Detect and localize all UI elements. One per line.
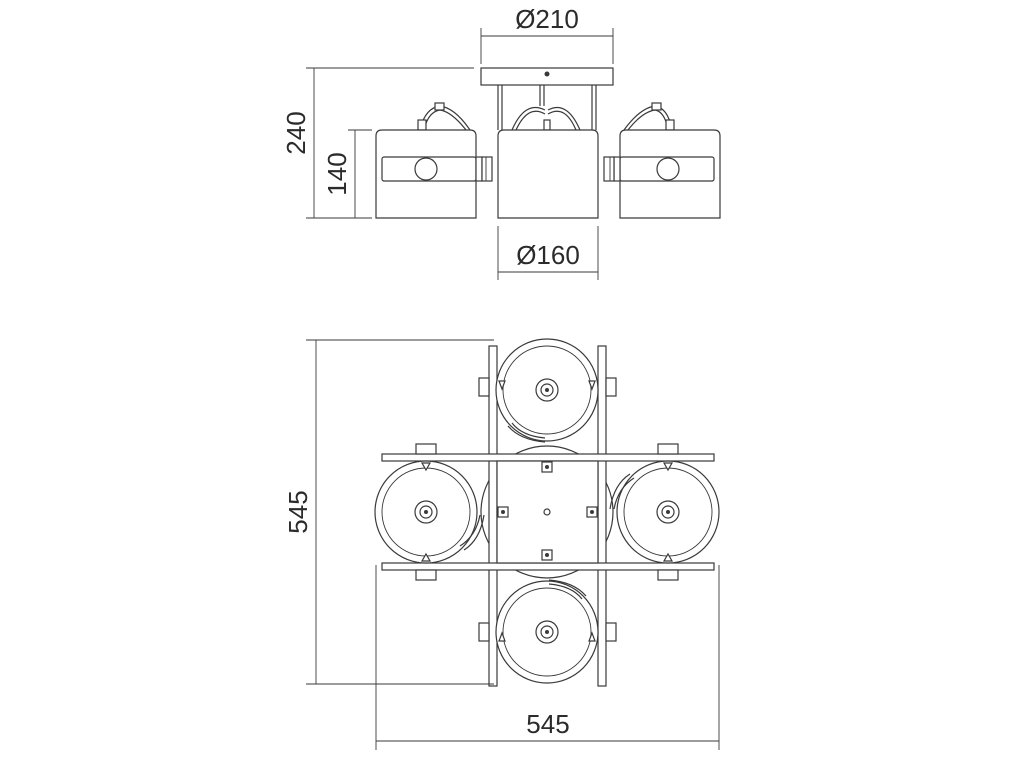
plan-view: 545 545 — [283, 338, 720, 750]
dimension-shade-height: 140 — [322, 129, 372, 219]
label-canopy-diameter: Ø210 — [515, 4, 579, 34]
label-plan-width: 545 — [526, 709, 569, 739]
cables — [417, 102, 675, 131]
dimension-canopy-diameter: Ø210 — [480, 4, 614, 64]
shade-bottom — [478, 579, 617, 684]
label-total-height: 240 — [281, 111, 311, 154]
plate-screws — [497, 461, 598, 561]
dimension-plan-width: 545 — [375, 565, 720, 750]
shade-left — [374, 443, 485, 581]
shade-top — [478, 338, 617, 443]
label-shade-height: 140 — [322, 152, 352, 195]
label-shade-diameter: Ø160 — [516, 240, 580, 270]
shade-right — [609, 443, 720, 581]
dimension-plan-height: 545 — [283, 339, 494, 685]
canopy-screw — [544, 71, 550, 77]
support-rods — [497, 85, 597, 130]
right-shade — [603, 129, 721, 219]
label-plan-height: 545 — [283, 490, 313, 533]
dimension-shade-diameter: Ø160 — [497, 226, 599, 280]
left-shade — [375, 129, 493, 219]
center-shade — [497, 129, 599, 219]
dimension-total-height: 240 — [281, 67, 474, 219]
side-view: Ø210 Ø160 240 140 — [281, 4, 721, 280]
